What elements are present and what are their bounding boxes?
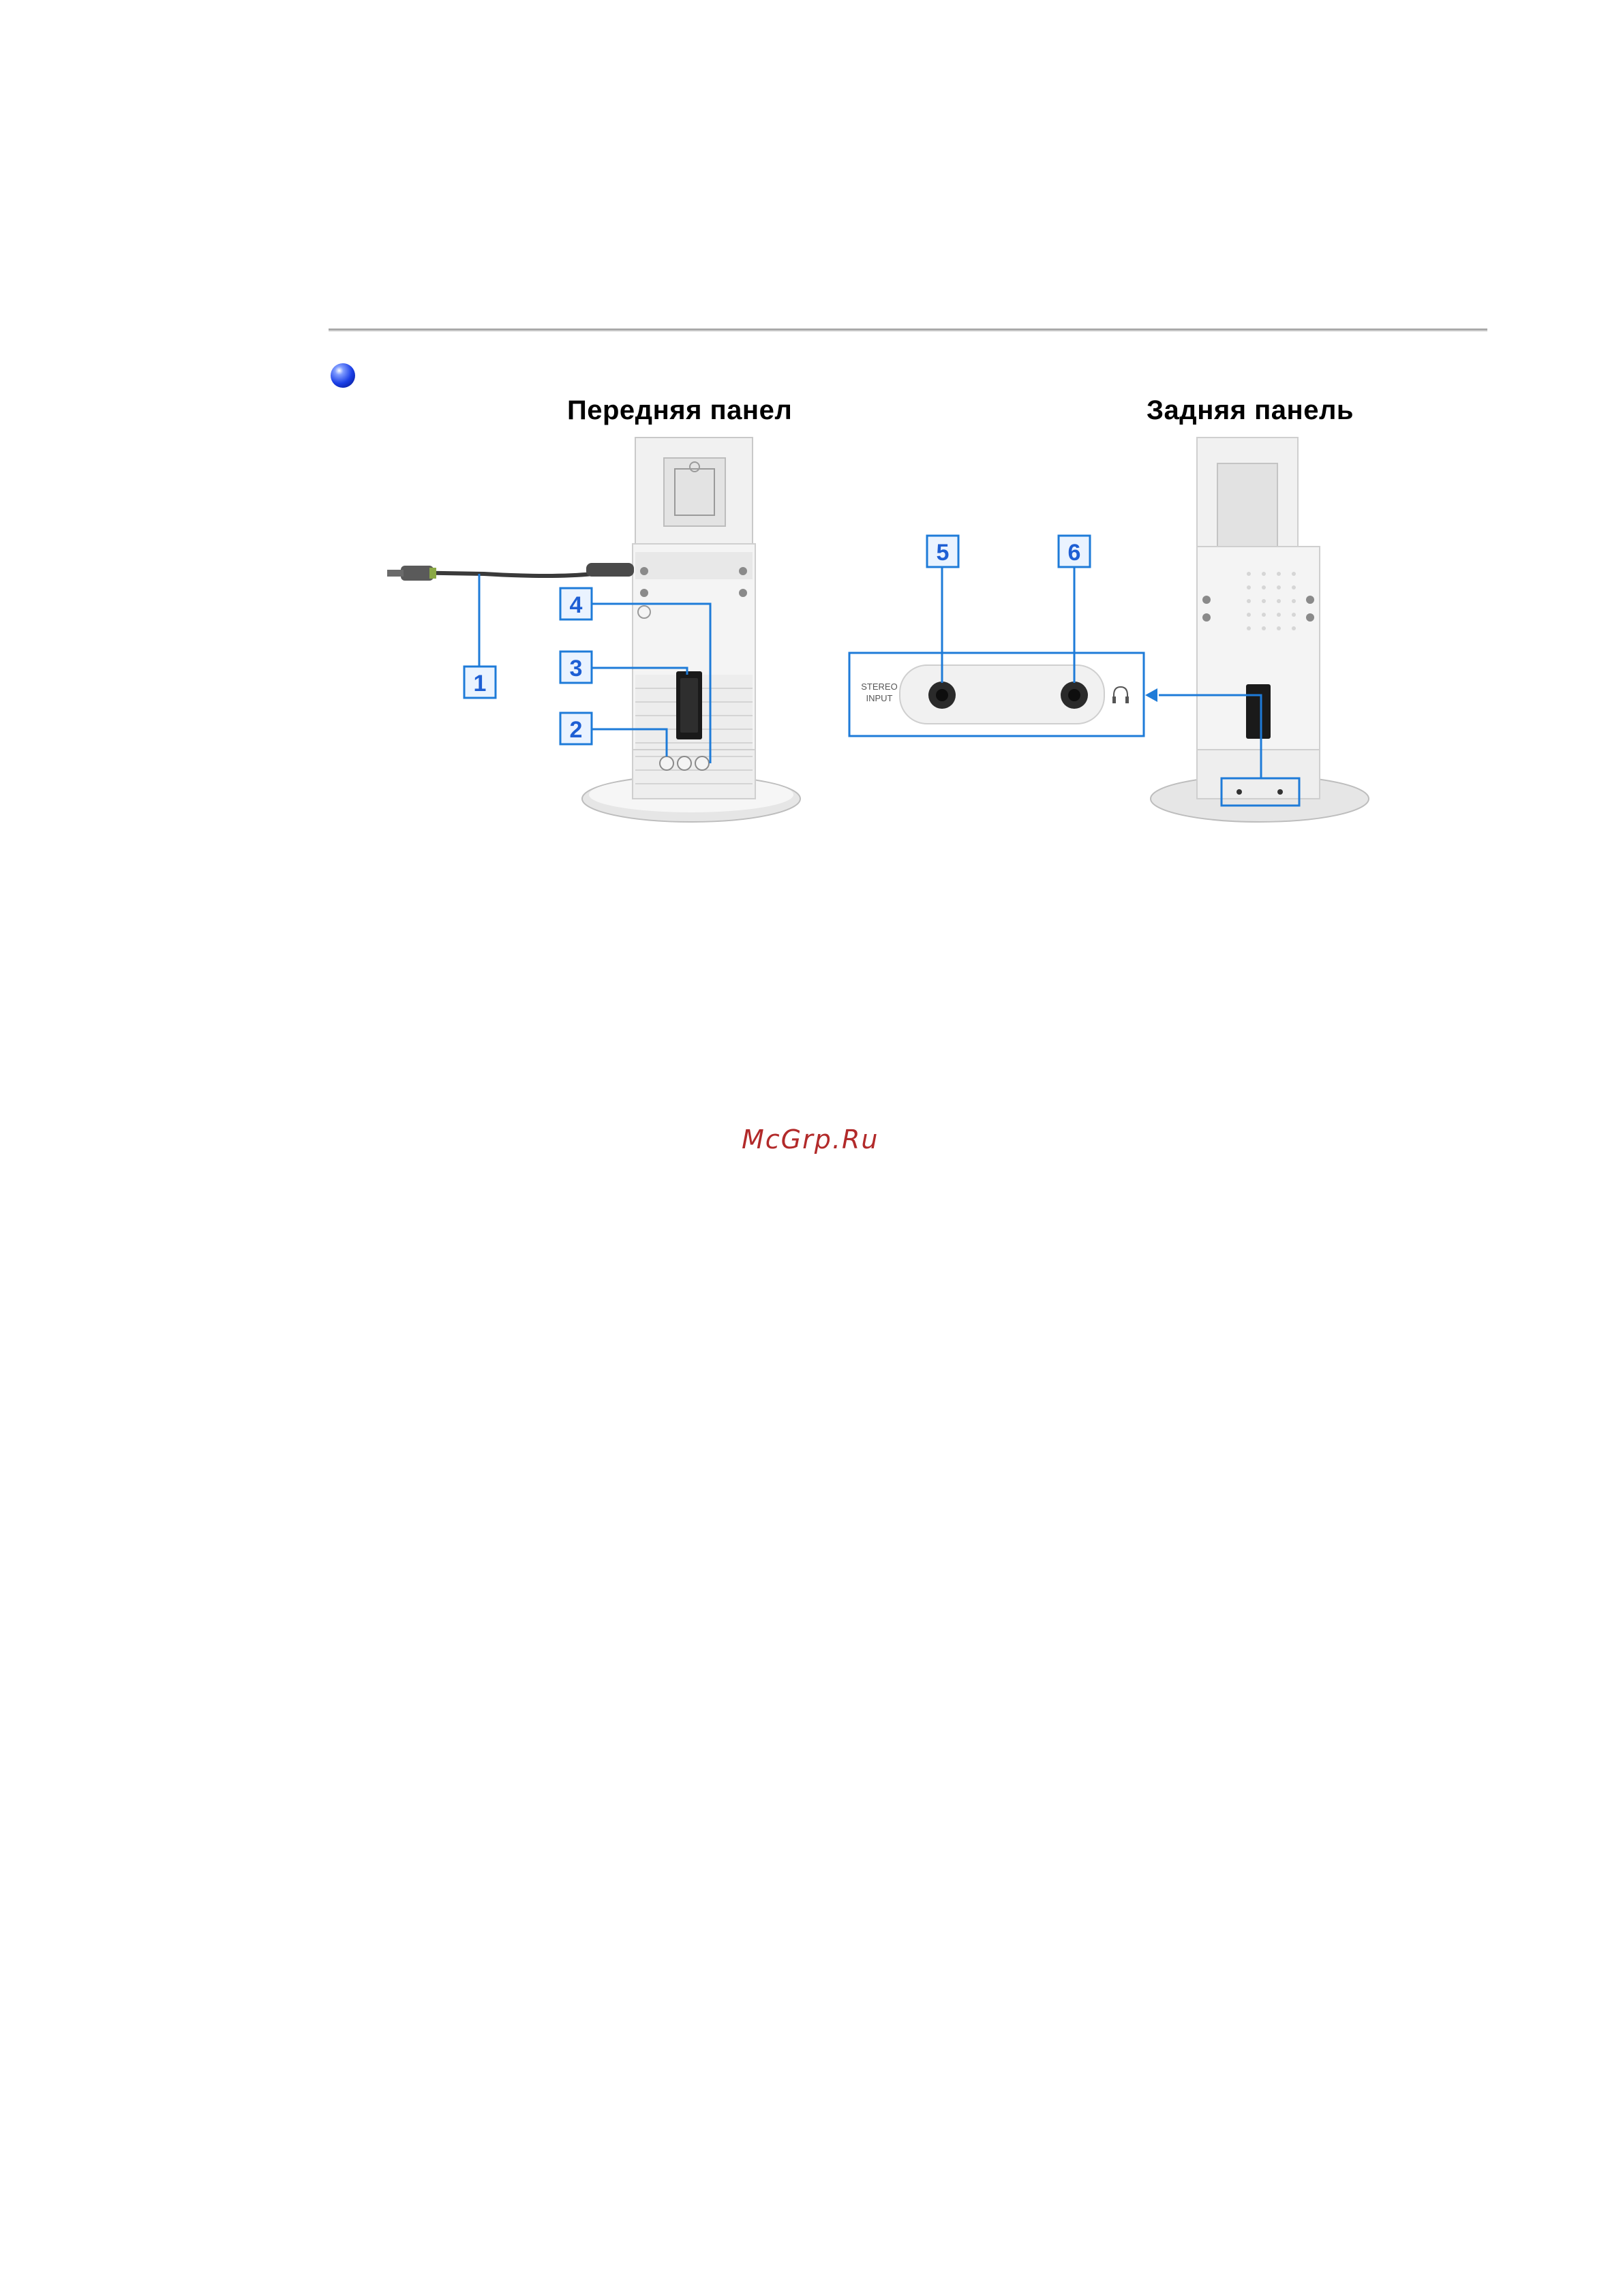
callout-4-label: 4 — [570, 592, 583, 618]
blue-sphere-bullet-icon — [331, 363, 355, 388]
watermark-text: McGrp.Ru — [742, 1124, 879, 1154]
callout-2-label: 2 — [570, 717, 583, 743]
stereo-label-line2: INPUT — [866, 693, 893, 703]
callout-4-badge: 4 — [560, 588, 592, 619]
callout-6-badge: 6 — [1059, 536, 1090, 567]
pointer-arrow-icon — [1145, 688, 1157, 702]
speaker-stand-figure: Передняя панел Задняя панель — [382, 395, 1391, 831]
callout-3-badge: 3 — [560, 652, 592, 683]
horizontal-rule — [329, 328, 1487, 332]
front-stand — [387, 438, 800, 822]
rear-stand — [1151, 438, 1369, 822]
callout-1-badge: 1 — [464, 667, 496, 698]
callout-5-badge: 5 — [927, 536, 958, 567]
panel-illustration: 1 2 3 4 STEREO INPUT — [382, 395, 1391, 831]
stereo-label-line1: STEREO — [861, 682, 897, 692]
callout-2-badge: 2 — [560, 713, 592, 744]
callout-1-label: 1 — [474, 671, 487, 697]
callout-3-label: 3 — [570, 656, 583, 682]
callout-6-label: 6 — [1068, 540, 1081, 566]
jack-panel-zoom: STEREO INPUT — [849, 653, 1144, 736]
callout-5-label: 5 — [937, 540, 950, 566]
